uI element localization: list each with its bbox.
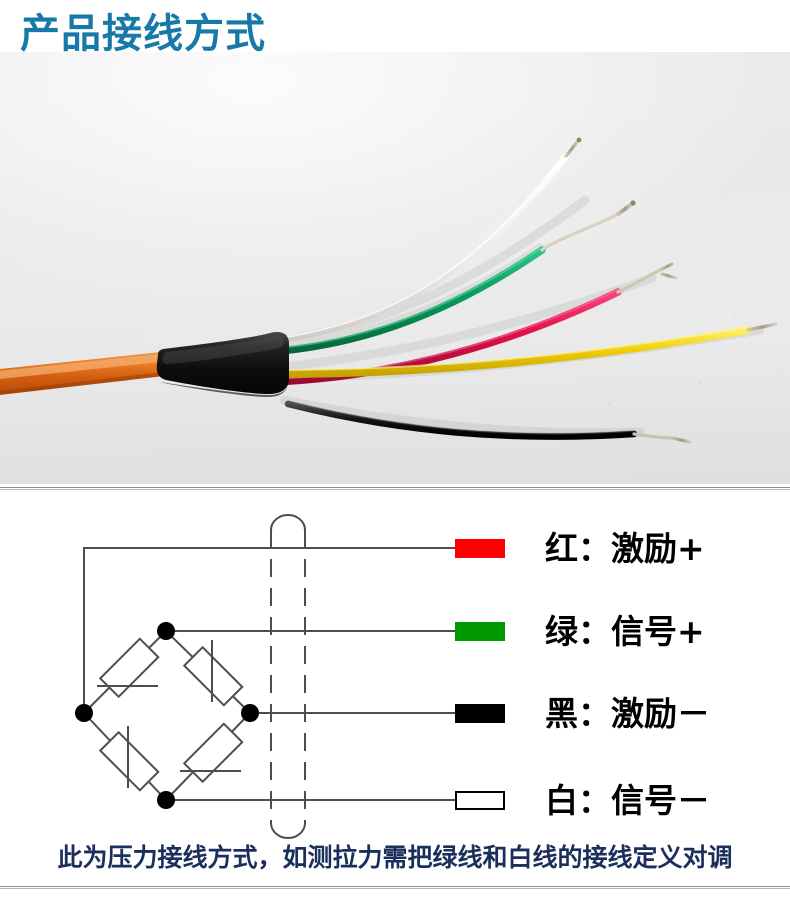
lead-line-red [83, 547, 455, 713]
black-wire [284, 400, 692, 444]
resistor-r1 [97, 637, 160, 699]
swatch-green [455, 621, 505, 641]
swatch-red [455, 538, 505, 558]
bridge-nodes [75, 622, 259, 809]
cable-photo-illustration [0, 137, 778, 444]
legend-label-green: 绿：信号+ [545, 611, 705, 651]
yellow-wire [270, 322, 778, 378]
legend-label-white: 白：信号－ [545, 780, 710, 820]
node-left [75, 704, 93, 722]
photo-wire-shadows [265, 195, 765, 438]
legend-row-green: 绿：信号+ [455, 601, 705, 661]
product-photo [0, 52, 790, 484]
white-wire [264, 137, 582, 346]
section-divider-bottom [0, 886, 790, 889]
legend-row-black: 黑：激励－ [455, 683, 710, 743]
orange-cable-jacket [0, 350, 182, 395]
node-right [241, 704, 259, 722]
swatch-black [455, 703, 505, 723]
wiring-diagram: 红：激励+ 绿：信号+ 黑：激励－ 白：信号－ [0, 490, 790, 886]
photo-dust [609, 313, 736, 405]
legend-row-white: 白：信号－ [455, 770, 710, 830]
section-divider-top [0, 487, 790, 490]
swatch-white [455, 790, 505, 810]
heat-shrink-tube [156, 332, 289, 397]
wire-color-legend: 红：激励+ 绿：信号+ 黑：激励－ 白：信号－ [455, 490, 790, 820]
cable-sleeve-icon [270, 514, 306, 839]
legend-label-black: 黑：激励－ [545, 693, 710, 733]
node-bottom [157, 791, 175, 809]
wheatstone-bridge-schematic [75, 514, 455, 839]
resistor-r4 [180, 722, 244, 784]
legend-label-red: 红：激励+ [545, 528, 705, 568]
resistor-r3 [98, 726, 160, 792]
wiring-note-caption: 此为压力接线方式，如测拉力需把绿线和白线的接线定义对调 [57, 843, 733, 872]
resistor-r2 [182, 640, 244, 707]
node-top [157, 622, 175, 640]
lead-lines [83, 547, 455, 801]
page-title: 产品接线方式 [20, 11, 266, 57]
legend-row-red: 红：激励+ [455, 518, 705, 578]
title-band: 产品接线方式 [0, 0, 790, 57]
green-wire [264, 200, 636, 356]
bridge-arms [83, 630, 251, 801]
